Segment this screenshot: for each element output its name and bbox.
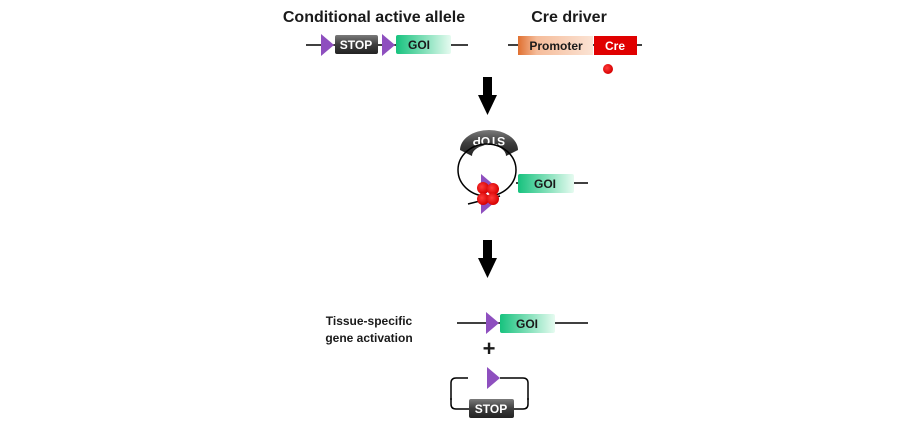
goi-box: [518, 174, 574, 193]
cre-protein-icon: [477, 182, 489, 194]
down-arrow-2: [478, 240, 497, 278]
cre-protein-icon: [487, 183, 499, 195]
loxp-site-icon: [486, 312, 499, 334]
cre-label: Cre: [605, 39, 625, 53]
stop-label: STOP: [340, 38, 372, 52]
circle-dna-right-top: [500, 377, 529, 400]
goi-label: GOI: [408, 38, 430, 52]
goi-label: GOI: [516, 317, 538, 331]
loxp-site-icon: [487, 367, 500, 389]
cre-box: [594, 36, 637, 55]
circle-dna-left-top: [450, 377, 468, 400]
stop-label: STOP: [475, 402, 507, 416]
loxp-site-icon: [382, 34, 395, 56]
conditional-allele-construct: STOP GOI: [306, 34, 468, 56]
plus-sign: +: [483, 336, 496, 361]
circle-dna-left-bottom: [450, 398, 469, 410]
cre-protein-icon: [487, 193, 499, 205]
side-label-line2: gene activation: [325, 331, 412, 345]
goi-label: GOI: [534, 177, 556, 191]
goi-box: [500, 314, 555, 333]
title-cre-driver: Cre driver: [531, 9, 607, 26]
loxp-site-icon: [321, 34, 334, 56]
goi-box: [396, 35, 451, 54]
title-conditional-allele: Conditional active allele: [283, 9, 465, 26]
cre-protein-icon: [477, 193, 489, 205]
promoter-label: Promoter: [529, 39, 583, 53]
excised-stop-arc: [460, 130, 518, 156]
down-arrow-1: [478, 77, 497, 115]
stop-cassette-box: [469, 399, 514, 418]
excised-stop-circle: STOP: [450, 367, 529, 418]
cre-driver-construct: Promoter Cre: [508, 36, 642, 74]
stop-cassette-box: [335, 35, 378, 54]
promoter-box: [518, 36, 593, 55]
activated-allele: GOI: [457, 312, 588, 334]
side-label-line1: Tissue-specific: [326, 314, 413, 328]
circle-dna-right-bottom: [514, 398, 529, 410]
cre-protein-icon: [603, 64, 613, 74]
recombination-intermediate: STOP GOI: [457, 130, 588, 214]
